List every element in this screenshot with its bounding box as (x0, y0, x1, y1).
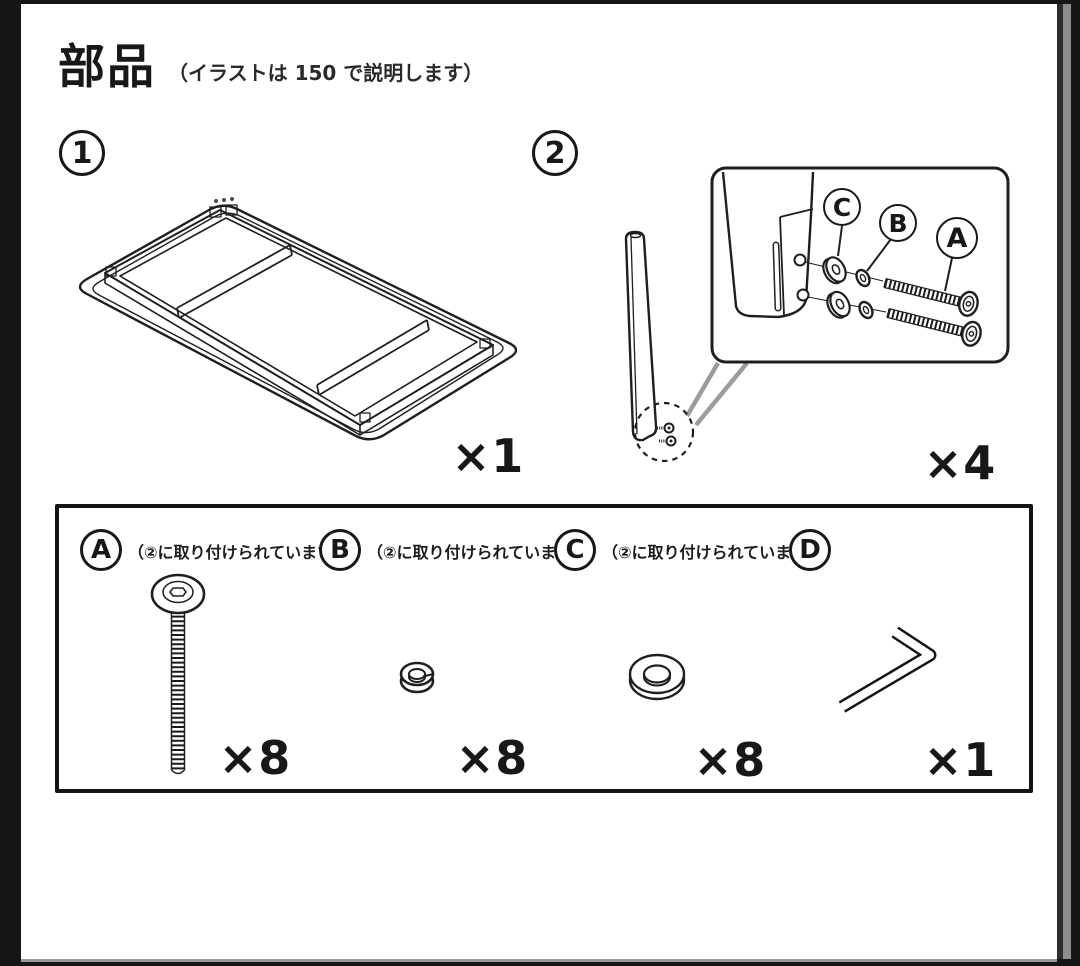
cross-rail-1 (176, 244, 293, 319)
tabletop-outline (78, 197, 518, 441)
callout-leg-top (721, 171, 815, 319)
hw-count-d: ×1 (923, 733, 997, 787)
hw-count-a: ×8 (218, 731, 292, 785)
hw-note-a: （②に取り付けられています） (128, 543, 350, 562)
hw-count-b: ×8 (455, 731, 529, 785)
part-1-count: ×1 (451, 429, 525, 483)
tabletop-illustration (78, 197, 518, 441)
part-2-count: ×4 (923, 436, 997, 490)
hw-label-b: B (319, 529, 361, 571)
callout-flat-washers (822, 256, 851, 319)
attached-bolts (657, 422, 677, 447)
leg-illustration (624, 166, 1010, 463)
document-page: 部品 （イラストは 150 で説明します） 1 2 (21, 4, 1057, 959)
flat-washer-drawing (628, 653, 686, 701)
hw-count-c: ×8 (693, 733, 767, 787)
hw-label-d: D (789, 529, 831, 571)
callout-bolt-1 (883, 278, 979, 317)
label-leader-lines (837, 225, 953, 292)
detail-dashed-circle (633, 401, 695, 463)
part-1-number-badge: 1 (59, 130, 105, 176)
callout-box (710, 166, 1010, 364)
callout-label-b: B (879, 204, 917, 242)
callout-label-a: A (936, 217, 978, 259)
part-2-number-badge: 2 (532, 130, 578, 176)
bolt-drawing (150, 573, 206, 775)
hw-note-c: （②に取り付けられています） (602, 543, 824, 562)
page-subtitle: （イラストは 150 で説明します） (168, 61, 484, 85)
callout-spring-washers (855, 268, 874, 320)
hw-note-b: （②に取り付けられています） (367, 543, 589, 562)
spring-washer-drawing (399, 661, 435, 694)
hw-label-a: A (80, 529, 122, 571)
leg-body (624, 230, 658, 442)
callout-bolt-2 (886, 308, 982, 347)
cross-rail-2 (316, 319, 430, 396)
page-title: 部品 (58, 40, 156, 95)
corner-brackets (105, 197, 491, 423)
page-header: 部品 （イラストは 150 で説明します） (58, 44, 483, 91)
hw-label-c: C (554, 529, 596, 571)
hardware-box (55, 504, 1033, 793)
callout-label-c: C (823, 188, 861, 226)
callout-pointer-lines (685, 361, 749, 427)
hardware-drawings (150, 573, 937, 775)
hex-key-drawing (838, 626, 937, 713)
